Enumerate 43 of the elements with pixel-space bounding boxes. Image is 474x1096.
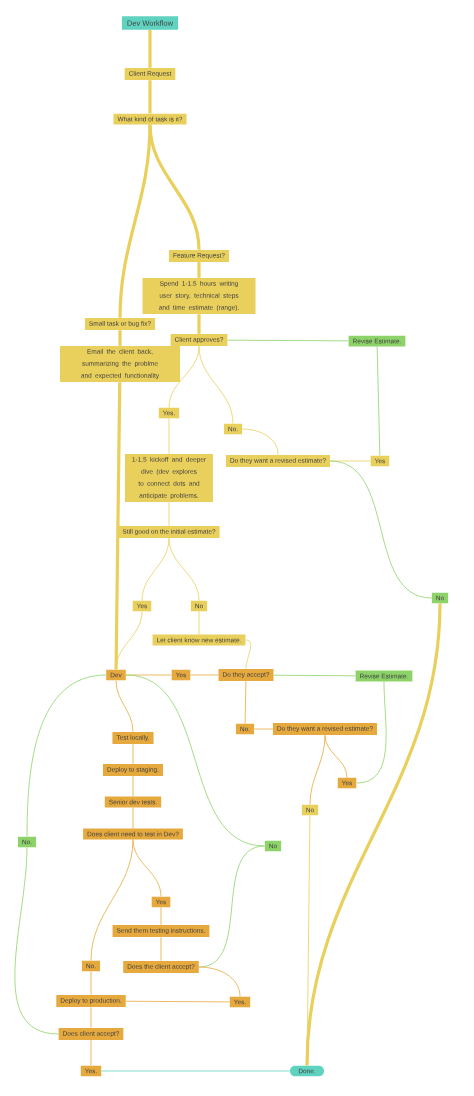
connector-line bbox=[356, 681, 387, 784]
connector-line bbox=[90, 839, 134, 961]
connector-line bbox=[132, 807, 134, 829]
connector-line bbox=[198, 345, 234, 424]
connector-line bbox=[227, 339, 349, 342]
connector-line bbox=[26, 674, 107, 837]
connector-line bbox=[253, 728, 274, 730]
connector-line bbox=[197, 314, 201, 334]
connector-line bbox=[101, 1070, 291, 1072]
connector-line bbox=[125, 1000, 230, 1003]
connector-line bbox=[160, 936, 162, 962]
connector-line bbox=[329, 460, 433, 599]
connector-line bbox=[118, 330, 122, 346]
connector-line bbox=[198, 611, 200, 635]
connector-line bbox=[197, 262, 201, 278]
connector-line bbox=[376, 346, 381, 456]
connector-line bbox=[132, 775, 134, 797]
connector-line bbox=[305, 603, 442, 1066]
connector-line bbox=[148, 80, 152, 114]
connector-line bbox=[190, 674, 219, 676]
connector-line bbox=[198, 966, 241, 997]
connector-line bbox=[90, 1039, 92, 1066]
connector-line bbox=[168, 418, 170, 455]
connector-line bbox=[14, 847, 59, 1035]
connector-line bbox=[125, 674, 266, 847]
connector-line bbox=[168, 501, 170, 527]
connector-line bbox=[160, 907, 162, 926]
connector-line bbox=[273, 674, 356, 677]
connector-line bbox=[244, 680, 247, 724]
connector-line bbox=[241, 428, 279, 456]
connector-line bbox=[90, 1006, 92, 1029]
connector-line bbox=[115, 680, 134, 733]
connector-line bbox=[148, 30, 152, 68]
connector-line bbox=[306, 815, 311, 1066]
connector-line bbox=[115, 611, 143, 670]
connector-line bbox=[118, 124, 152, 318]
connector-line bbox=[309, 734, 326, 805]
connector-line bbox=[90, 971, 92, 996]
connector-line bbox=[168, 537, 200, 601]
connector-line bbox=[132, 839, 162, 897]
connector-line bbox=[324, 734, 348, 778]
connector-line bbox=[114, 382, 122, 670]
connector-line bbox=[132, 743, 134, 765]
